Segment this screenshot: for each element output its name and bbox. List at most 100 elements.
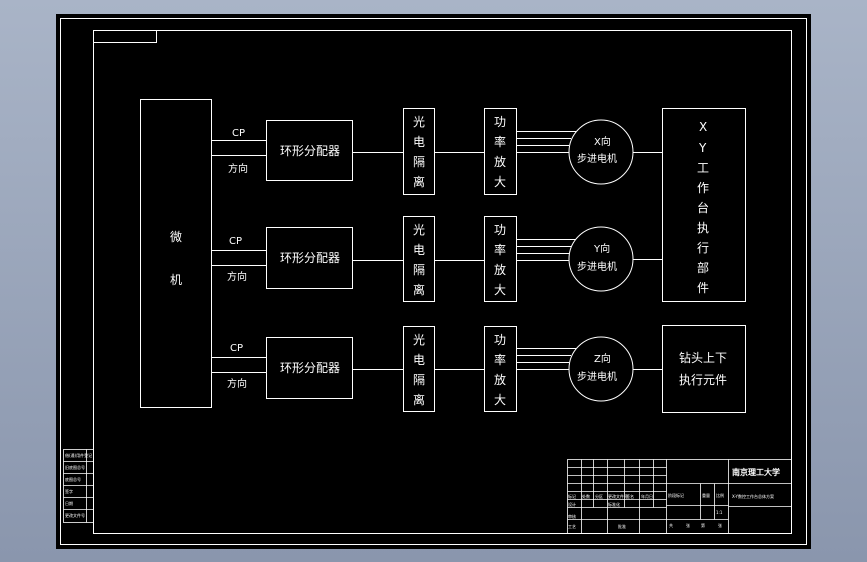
amplifier-z-char-3: 放 (494, 372, 506, 387)
corner-label-box (93, 30, 157, 43)
distributor-block-y (266, 227, 353, 289)
motor-z-label-top: Z向 (594, 352, 611, 365)
xy-table-char-7: 行 (697, 241, 709, 255)
direction-label-z: 方向 (227, 377, 247, 390)
amplifier-y-char-2: 率 (494, 242, 506, 257)
drawing-sheet: 微 机 CP 方向 CP 方向 CP 方向 环形分配器 环形分配器 环形分配器 … (56, 14, 811, 549)
side-block (63, 449, 94, 523)
tb-cell-7: 设计 (568, 501, 576, 507)
distributor-block-x (266, 120, 353, 181)
cp-label-z: CP (230, 343, 243, 354)
isolator-block-y (403, 216, 435, 302)
block-diagram-svg: 微 机 CP 方向 CP 方向 CP 方向 环形分配器 环形分配器 环形分配器 … (60, 18, 807, 545)
amplifier-block-x (484, 108, 517, 195)
isolator-x-char-2: 电 (413, 135, 425, 149)
tb-cell-8: 标准化 (608, 501, 620, 507)
xy-table-char-4: 作 (697, 181, 709, 195)
tb-cell-3: 分区 (595, 493, 603, 499)
tb-cell-18: 张 (718, 522, 722, 528)
computer-label-1: 微 (170, 230, 182, 244)
tb-cell-17: 第 (701, 522, 705, 528)
isolator-y-char-4: 离 (413, 282, 425, 297)
isolator-block-x (403, 108, 435, 195)
distributor-block-z (266, 337, 353, 399)
direction-label-x: 方向 (228, 162, 248, 175)
drawing-title: X-Y数控工作台总体方案 (732, 493, 774, 499)
amplifier-block-y (484, 216, 517, 302)
xy-table-char-6: 执 (697, 221, 709, 235)
isolator-y-char-1: 光 (413, 223, 425, 237)
isolator-y-char-3: 隔 (413, 263, 425, 277)
school-name: 南京理工大学 (732, 467, 780, 477)
motor-circle-x (568, 119, 634, 185)
side-row-5: 日期 (65, 500, 73, 506)
tb-cell-4: 更改文件号 (608, 493, 628, 499)
tb-cell-2: 处数 (582, 493, 590, 499)
tb-cell-14: 批准 (618, 523, 626, 529)
tb-cell-13: 工艺 (568, 524, 576, 529)
amplifier-y-char-3: 放 (494, 262, 506, 277)
motor-circle-y (568, 226, 634, 292)
side-row-1: 借(通)用件登记 (65, 452, 92, 458)
amplifier-y-char-4: 大 (494, 283, 506, 297)
tb-cell-19: 1:1 (716, 510, 723, 515)
drill-label-line-2: 执行元件 (679, 373, 727, 387)
motor-x-label-top: X向 (594, 135, 611, 148)
xy-table-char-5: 台 (697, 200, 709, 215)
amplifier-y-char-1: 功 (494, 223, 506, 237)
isolator-block-z (403, 326, 435, 412)
isolator-x-char-1: 光 (413, 115, 425, 129)
motor-y-label-top: Y向 (593, 242, 610, 255)
xy-table-char-8: 部 (697, 260, 709, 275)
outer-frame (60, 18, 807, 545)
xy-table-char-9: 件 (697, 281, 709, 295)
tb-cell-5: 签名 (626, 493, 634, 499)
xy-table-char-2: Y (698, 141, 707, 155)
side-row-3: 底图总号 (65, 476, 81, 482)
amplifier-x-char-1: 功 (494, 115, 506, 129)
tb-cell-1: 标记 (568, 493, 576, 499)
inner-frame (93, 30, 792, 534)
side-row-4: 签字 (65, 488, 73, 494)
direction-label-y: 方向 (227, 270, 247, 283)
isolator-z-char-1: 光 (413, 333, 425, 347)
tb-cell-10: 重量 (702, 492, 710, 498)
distributor-label-y: 环形分配器 (280, 251, 340, 265)
title-block (567, 459, 792, 534)
cp-label-y: CP (229, 236, 242, 247)
cp-label-x: CP (232, 128, 245, 139)
distributor-label-x: 环形分配器 (280, 144, 340, 158)
amplifier-z-char-2: 率 (494, 352, 506, 367)
motor-circle-z (568, 336, 634, 402)
tb-cell-16: 张 (686, 522, 690, 528)
xy-table-char-1: X (699, 120, 707, 134)
computer-label-2: 机 (170, 273, 182, 287)
isolator-z-char-2: 电 (413, 353, 425, 367)
distributor-label-z: 环形分配器 (280, 361, 340, 375)
amplifier-x-char-4: 大 (494, 175, 506, 189)
isolator-y-char-2: 电 (413, 243, 425, 257)
xy-table-block (662, 108, 746, 302)
isolator-z-char-4: 离 (413, 392, 425, 407)
tb-cell-6: 年月日 (641, 493, 653, 499)
amplifier-z-char-4: 大 (494, 393, 506, 407)
drill-label-line-1: 钻头上下 (679, 350, 727, 365)
amplifier-x-char-2: 率 (494, 134, 506, 149)
isolator-x-char-3: 隔 (413, 155, 425, 169)
isolator-z-char-3: 隔 (413, 373, 425, 387)
motor-z-label-bottom: 步进电机 (577, 370, 617, 383)
motor-x-label-bottom: 步进电机 (577, 152, 617, 165)
isolator-x-char-4: 离 (413, 174, 425, 189)
drill-block (662, 325, 746, 413)
side-row-6: 更改文件号 (65, 512, 85, 518)
computer-block (140, 99, 212, 408)
tb-cell-12: 审核 (568, 513, 576, 519)
tb-cell-9: 阶段标记 (668, 492, 684, 498)
side-row-2: 旧底图总号 (65, 464, 85, 470)
amplifier-x-char-3: 放 (494, 154, 506, 169)
amplifier-z-char-1: 功 (494, 333, 506, 347)
motor-y-label-bottom: 步进电机 (577, 260, 617, 273)
tb-cell-15: 共 (669, 522, 673, 528)
xy-table-char-3: 工 (697, 161, 709, 175)
amplifier-block-z (484, 326, 517, 412)
